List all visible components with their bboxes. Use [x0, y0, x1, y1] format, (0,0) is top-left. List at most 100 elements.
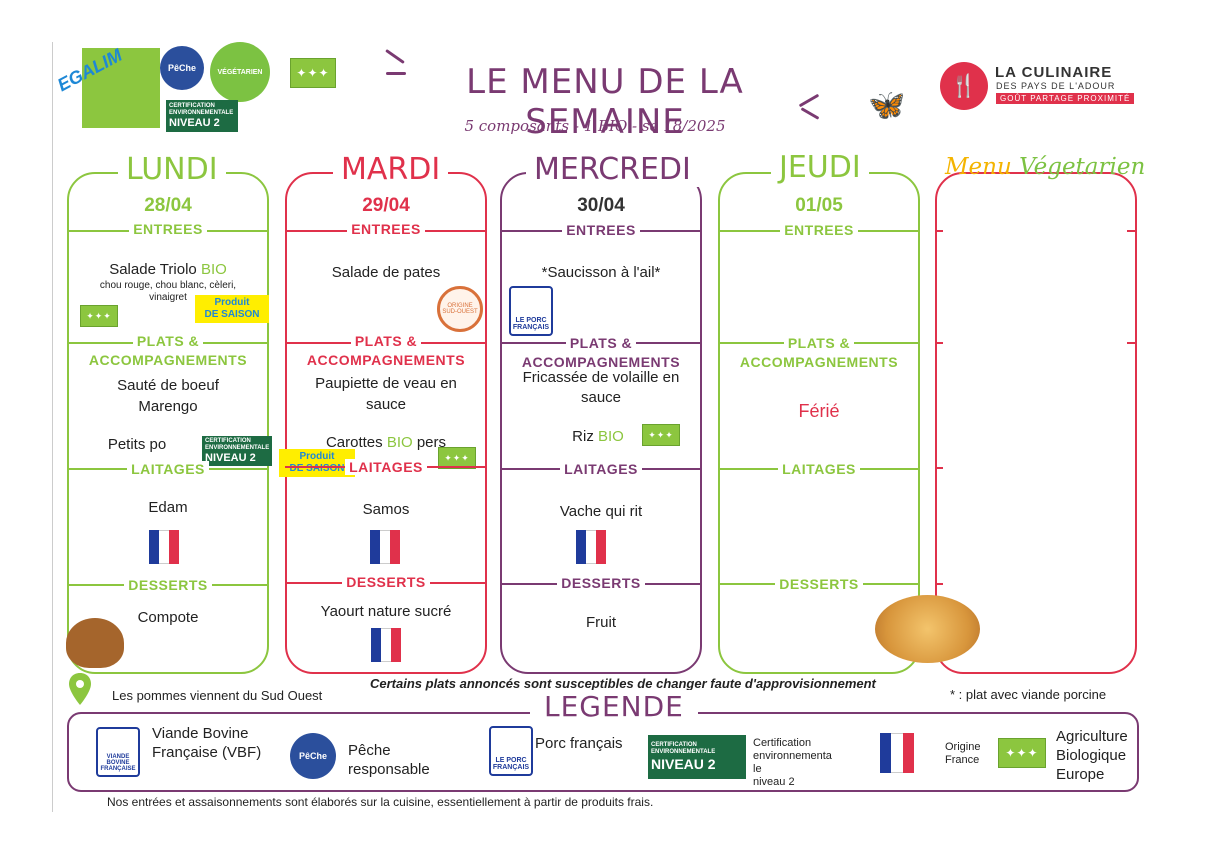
day-name-lundi: LUNDI	[118, 152, 226, 187]
legend-ab-1: Agriculture	[1056, 728, 1128, 745]
saison-line-2: DE SAISON	[204, 309, 260, 320]
section-plats-lundi: PLATS &ACCOMPAGNEMENTS	[67, 332, 269, 370]
saison-line-2: DE SAISON	[289, 463, 345, 474]
entree-lundi-bio: BIO	[200, 261, 227, 278]
legend-peche-1: Pêche	[348, 742, 391, 759]
dessert-mercredi: Fruit	[586, 614, 616, 631]
fruit-basket-image	[66, 618, 124, 668]
accomp-mardi: Carottes BIO pers	[285, 432, 487, 453]
plats-label-2: ACCOMPAGNEMENTS	[735, 354, 903, 370]
origine-france-flag-icon	[370, 530, 400, 564]
saison-line-1: Produit	[299, 451, 335, 462]
entree-lundi: Salade Triolo BIO	[67, 259, 269, 280]
vegetarian-menu-title: Menu Végetarien	[945, 154, 1145, 180]
column-jeudi	[718, 172, 920, 674]
section-desserts-jeudi: DESSERTS	[718, 576, 920, 592]
legend-cert-3: le	[753, 763, 762, 775]
rule-plats-vege-l	[935, 342, 943, 344]
desserts-label: DESSERTS	[557, 575, 645, 591]
legend-cert-1: Certification	[753, 737, 812, 749]
legend-title: LEGENDE	[530, 690, 698, 723]
laitages-label: LAITAGES	[345, 459, 427, 475]
column-mercredi	[500, 172, 702, 674]
vege-title-word: Végetarien	[1019, 154, 1146, 180]
cert-big-text: NIVEAU 2	[205, 452, 256, 464]
cert-small-text: CERTIFICATION ENVIRONNEMENTALE	[169, 103, 234, 116]
entrees-label: ENTREES	[562, 222, 640, 238]
plat-lundi-2: Marengo	[138, 398, 198, 415]
plats-label-1: PLATS &	[565, 335, 637, 351]
brand-sub: DES PAYS DE L'ADOUR	[996, 81, 1116, 91]
section-entrees-mercredi: ENTREES	[500, 222, 702, 238]
culinaire-logo-icon: 🍴	[940, 62, 988, 110]
legend-vbf-1: Viande Bovine	[152, 725, 249, 742]
column-vegetarien	[935, 172, 1137, 674]
rule-desserts-vege-l	[935, 583, 943, 585]
section-entrees-lundi: ENTREES	[67, 221, 269, 237]
section-laitages-jeudi: LAITAGES	[718, 461, 920, 477]
desserts-label: DESSERTS	[342, 574, 430, 590]
cert-big-text: NIVEAU 2	[651, 756, 716, 772]
legend-origine-2: France	[945, 754, 980, 766]
apple-tart-image	[875, 595, 980, 663]
page-subtitle: 5 composants - 1 BIO - se 18/2025	[464, 117, 726, 135]
vege-menu-word: Menu	[945, 154, 1012, 180]
plat-mardi-1: Paupiette de veau en	[315, 375, 457, 392]
certification-niveau2-badge: CERTIFICATION ENVIRONNEMENTALE NIVEAU 2	[648, 735, 746, 779]
vegetarien-logo: VÉGÉTARIEN	[210, 42, 270, 102]
pommes-origin-note: Les pommes viennent du Sud Ouest	[112, 688, 323, 703]
certification-niveau2-badge: CERTIFICATION ENVIRONNEMENTALE NIVEAU 2	[166, 100, 238, 132]
egalim-logo	[82, 48, 160, 128]
section-plats-mercredi: PLATS & ACCOMPAGNEMENTS	[500, 334, 702, 372]
laitages-label: LAITAGES	[127, 461, 209, 477]
accomp-mardi-end: pers	[416, 434, 447, 451]
cert-small-text: CERTIFICATION ENVIRONNEMENTALE	[205, 438, 270, 451]
plats-label-2: ACCOMPAGNEMENTS	[517, 354, 685, 370]
column-mardi	[285, 172, 487, 674]
peche-logo-text: PêChe	[298, 751, 327, 761]
accomp-mercredi-1: Riz	[572, 428, 594, 445]
date-lundi: 28/04	[144, 195, 192, 216]
legend-vbf-2: Française (VBF)	[152, 744, 262, 761]
section-desserts-lundi: DESSERTS	[67, 577, 269, 593]
date-mardi: 29/04	[362, 195, 410, 216]
section-entrees-mardi: ENTREES	[285, 221, 487, 237]
plats-label-2: ACCOMPAGNEMENTS	[84, 352, 252, 368]
vege-logo-text: VÉGÉTARIEN	[217, 68, 263, 76]
rule-plats-vege-r	[1127, 342, 1137, 344]
produits-frais-note: Nos entrées et assaisonnements sont élab…	[107, 795, 654, 809]
accomp-mardi-bio: BIO	[386, 434, 413, 451]
rule-entrees-vege-r	[1127, 230, 1137, 232]
legend-origine-1: Origine	[945, 741, 981, 753]
peche-responsable-logo: PêChe	[290, 733, 336, 779]
accomp-mercredi-bio: BIO	[598, 428, 624, 445]
plat-lundi-1: Sauté de boeuf	[117, 377, 219, 394]
entrees-label: ENTREES	[347, 221, 425, 237]
origine-france-flag-icon	[576, 530, 606, 564]
day-name-mardi: MARDI	[333, 152, 449, 187]
dessert-lundi: Compote	[137, 609, 199, 626]
plats-label-1: PLATS &	[783, 335, 855, 351]
viande-porcine-note: * : plat avec viande porcine	[950, 687, 1107, 702]
plat-mercredi-1: Fricassée de volaille en	[522, 369, 680, 386]
cert-big-text: NIVEAU 2	[169, 117, 220, 129]
eu-organic-icon: ✦✦✦	[642, 424, 680, 446]
legend-cert-2: environnementa	[753, 750, 832, 762]
date-jeudi: 01/05	[795, 195, 843, 216]
desserts-label: DESSERTS	[124, 577, 212, 593]
section-desserts-mardi: DESSERTS	[285, 574, 487, 590]
laitage-mercredi: Vache qui rit	[559, 503, 643, 520]
section-plats-jeudi: PLATS & ACCOMPAGNEMENTS	[718, 334, 920, 372]
rule-entrees-vege-l	[935, 230, 943, 232]
section-laitages-mardi: LAITAGES	[285, 459, 487, 475]
legend-ab-3: Europe	[1056, 766, 1105, 783]
entree-mercredi: *Saucisson à l'ail*	[541, 264, 661, 281]
section-laitages-lundi: LAITAGES	[67, 461, 269, 477]
